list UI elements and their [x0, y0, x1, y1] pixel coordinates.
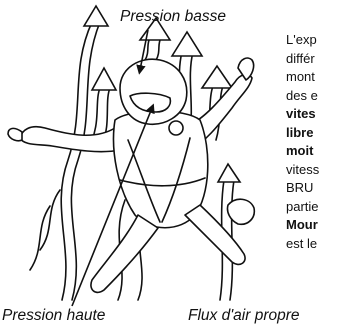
side-text-line: moit	[286, 142, 337, 161]
helmet	[120, 59, 187, 124]
left-leg	[91, 215, 158, 292]
side-text-line: mont	[286, 68, 337, 87]
low-pressure-label: Pression basse	[120, 8, 226, 26]
airflow-arrowhead-6	[218, 164, 240, 182]
side-text-line: des e	[286, 87, 337, 106]
side-text-line: L'exp	[286, 31, 337, 50]
side-text-line: vites	[286, 105, 337, 124]
left-hand	[8, 128, 22, 140]
airflow-line-1b	[71, 22, 100, 300]
altimeter	[169, 121, 183, 135]
skydiver-figure	[8, 58, 254, 292]
side-text-line: différ	[286, 50, 337, 69]
side-text-line: partie	[286, 198, 337, 217]
side-text-line: est le	[286, 235, 337, 254]
airflow-arrowhead-5	[202, 66, 232, 88]
airflow-arrowhead-4	[172, 32, 202, 56]
side-text-line: libre	[286, 124, 337, 143]
clean-airflow-label: Flux d'air propre	[188, 307, 300, 325]
high-pressure-label: Pression haute	[2, 307, 105, 325]
side-text-line: vitess	[286, 161, 337, 180]
airflow-arrowhead-2	[92, 68, 116, 90]
side-text-line: Mour	[286, 216, 337, 235]
side-text-line: BRU	[286, 179, 337, 198]
left-arm	[20, 127, 120, 152]
airflow-line-2	[92, 88, 100, 140]
airflow-arrowhead-1	[84, 6, 108, 26]
airflow-line-3b	[156, 38, 161, 60]
